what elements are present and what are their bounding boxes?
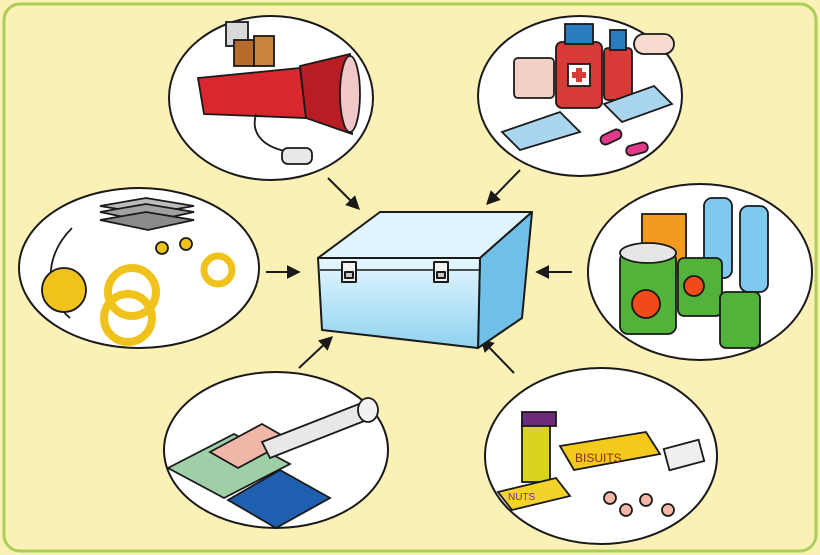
- biscuits-label: BISUITS: [575, 451, 622, 465]
- item-valuables: [19, 188, 259, 348]
- item-torch: [169, 16, 373, 180]
- item-medicine: [478, 16, 682, 176]
- item-food-water: [588, 184, 812, 360]
- item-documents: [164, 372, 388, 528]
- nuts-label: NUTS: [508, 492, 536, 503]
- item-dry-food: BISUITS NUTS: [485, 368, 717, 544]
